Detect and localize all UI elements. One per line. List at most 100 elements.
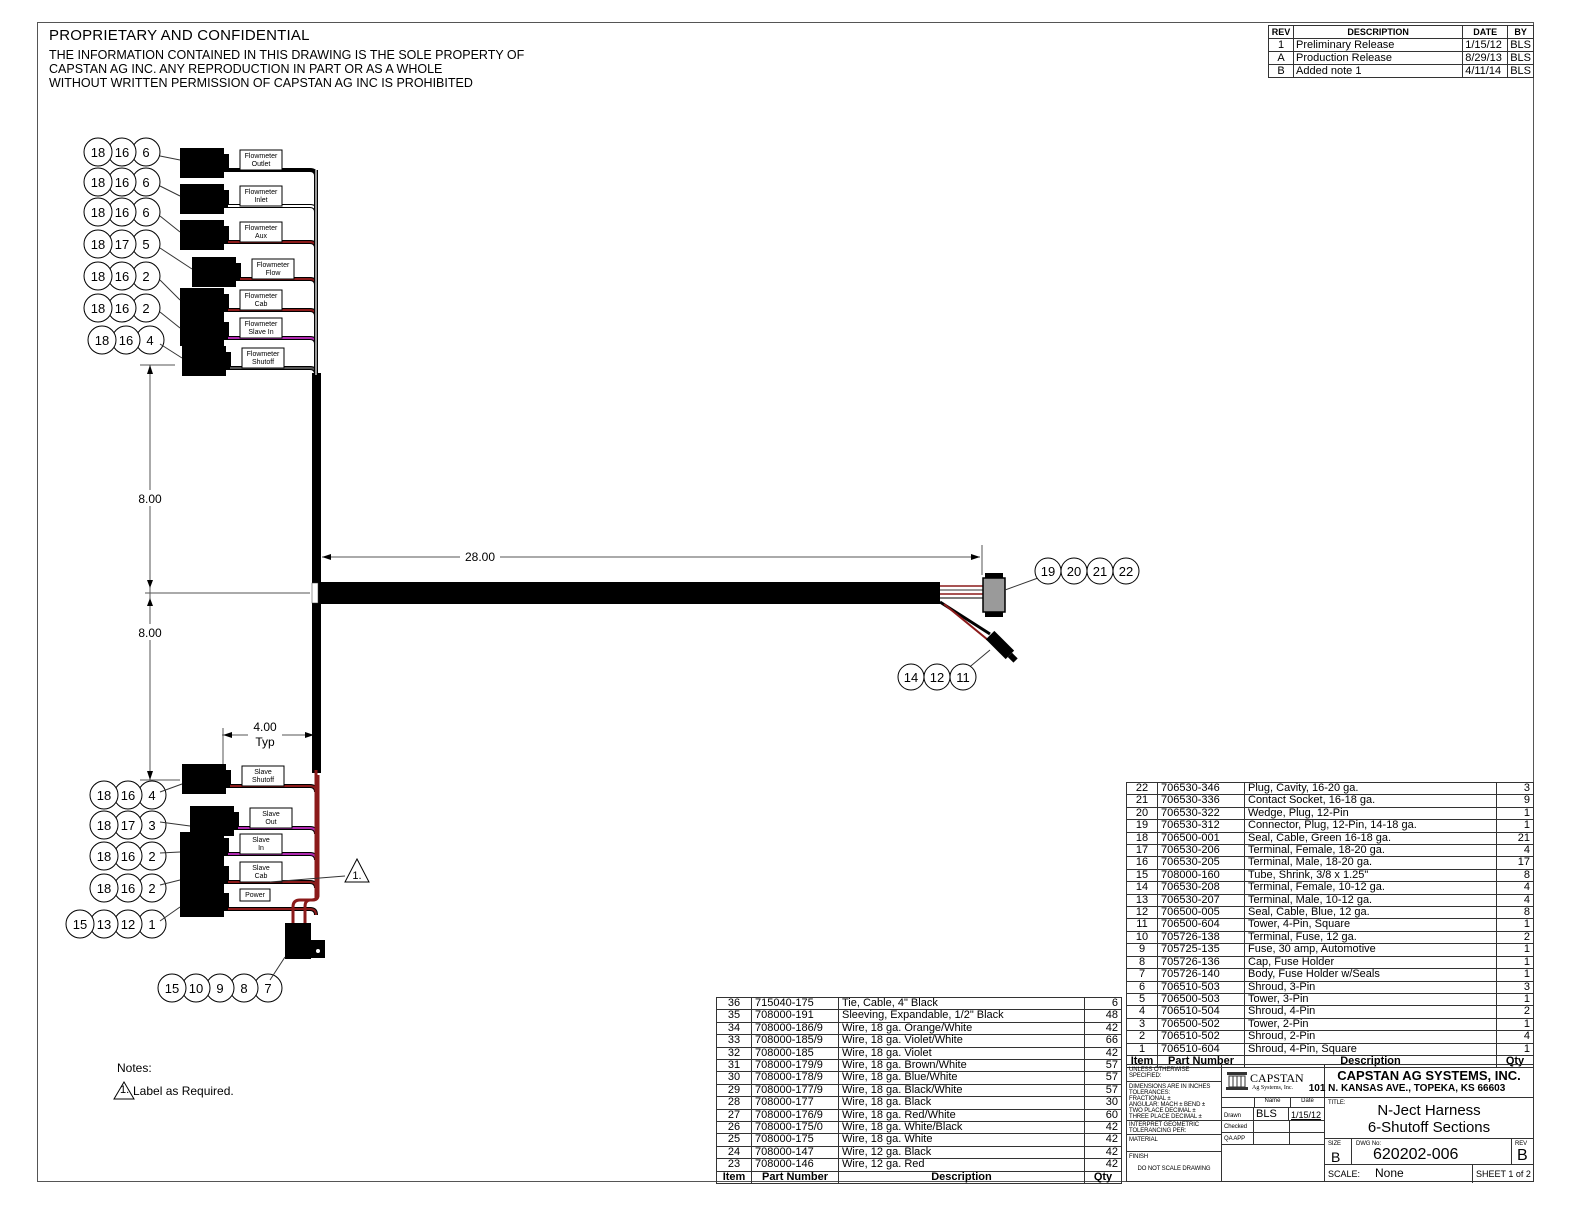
breakout-wires	[939, 585, 991, 641]
balloon-number: 12	[930, 670, 944, 685]
bom-description: Wire, 18 ga. Red/White	[838, 1109, 1085, 1123]
branch-group: FlowmeterOutletFlowmeterInletFlowmeterAu…	[180, 148, 318, 917]
bom-item: 9	[1126, 943, 1158, 957]
tb-interp: INTERPRET GEOMETRIC	[1129, 1122, 1199, 1128]
branch-label: In	[258, 845, 264, 852]
bom-part-number: 705726-140	[1157, 968, 1245, 982]
drawn-row: Drawn BLS 1/15/12	[1222, 1108, 1324, 1121]
balloon-number: 18	[91, 301, 105, 316]
drawn-date: 1/15/12	[1291, 1110, 1322, 1120]
balloon-number: 16	[115, 269, 129, 284]
bom-qty: 42	[1084, 1047, 1122, 1061]
dimension-arrows	[147, 365, 980, 780]
bom-item: 24	[716, 1146, 752, 1160]
bom-part-number: 708000-177/9	[751, 1084, 839, 1098]
arrow-icon	[322, 554, 331, 560]
bom-description: Wire, 18 ga. Orange/White	[838, 1022, 1085, 1036]
branch-label-box	[249, 807, 293, 829]
sheet-number: SHEET 1 of 2	[1472, 1165, 1531, 1183]
balloon-number: 10	[189, 981, 203, 996]
item-balloon	[89, 780, 119, 810]
rev-desc-cell: Production Release	[1292, 51, 1464, 65]
branch-wire-core	[228, 881, 317, 889]
bom-qty: 4	[1496, 1030, 1534, 1044]
item-balloon	[83, 137, 113, 167]
connector-shroud	[180, 220, 224, 250]
bom-item: 17	[1126, 844, 1158, 858]
leader-line	[159, 879, 181, 886]
balloon-number: 2	[142, 301, 149, 316]
bom-description: Terminal, Male, 18-20 ga.	[1244, 857, 1497, 870]
balloon-number: 6	[142, 205, 149, 220]
bom-description: Wedge, Plug, 12-Pin	[1244, 807, 1497, 821]
confidential-line: THE INFORMATION CONTAINED IN THIS DRAWIN…	[49, 48, 525, 62]
bom-qty: 57	[1084, 1059, 1122, 1073]
company-logo: CAPSTAN Ag Systems, Inc.	[1222, 1065, 1324, 1098]
bom-item: 4	[1126, 1005, 1158, 1019]
branch-wire-core	[228, 853, 317, 861]
bom-qty: 1	[1496, 943, 1534, 957]
drawn-label: Drawn	[1222, 1108, 1254, 1120]
balloon-number: 16	[115, 175, 129, 190]
branch-wire-core	[230, 785, 317, 793]
connector-shroud	[180, 860, 224, 890]
branch-label: Slave	[254, 769, 272, 776]
connector-shroud	[182, 764, 226, 794]
item-balloon	[65, 909, 95, 939]
tb-tolper: TOLERANCING PER:	[1127, 1128, 1221, 1135]
bom-part-number: 708000-176/9	[751, 1109, 839, 1123]
bom-item: 10	[1126, 931, 1158, 945]
bom-qty: 42	[1084, 1022, 1122, 1036]
bom-item: 22	[1126, 781, 1158, 796]
branch-label: Flowmeter	[245, 225, 278, 232]
bom-qty: 48	[1084, 1010, 1122, 1023]
bom-item: 20	[1126, 807, 1158, 821]
branch-label-box	[239, 888, 271, 902]
branch-label: Aux	[255, 233, 268, 240]
bom-description: Cap, Fuse Holder	[1244, 956, 1497, 970]
bom-part-number: 705726-136	[1157, 956, 1245, 970]
balloon-number: 13	[97, 917, 111, 932]
bom-qty: 42	[1084, 1134, 1122, 1147]
dimension-trunk-28: 28.00	[465, 550, 495, 564]
horizontal-trunk-sleeve	[318, 582, 940, 604]
balloon-number: 17	[115, 237, 129, 252]
bom-qty: 3	[1496, 781, 1534, 796]
bom-description: Terminal, Fuse, 12 ga.	[1244, 931, 1497, 945]
bom-qty: 4	[1496, 844, 1534, 858]
dimension-branch-4: 4.00	[253, 720, 277, 734]
balloon-number: 18	[97, 849, 111, 864]
bom-description: Contact Socket, 16-18 ga.	[1244, 795, 1497, 808]
tb-tol: TOLERANCES:	[1129, 1090, 1171, 1096]
title-label: TITLE:	[1328, 1100, 1346, 1106]
logo-name: CAPSTAN	[1250, 1071, 1304, 1085]
note-flag-number: 1.	[120, 1084, 130, 1096]
bom-part-number: 706530-206	[1157, 844, 1245, 858]
bom-item: 15	[1126, 869, 1158, 883]
branch-wire-core	[230, 367, 317, 375]
bom-item: 27	[716, 1109, 752, 1123]
arrow-icon	[147, 598, 153, 606]
dim-bg	[132, 624, 168, 640]
bom-description: Wire, 18 ga. White/Black	[838, 1121, 1085, 1135]
bom-item: 28	[716, 1096, 752, 1110]
bom-part-number: 708000-191	[751, 1010, 839, 1023]
revision-table: REV DESCRIPTION DATE BY 1 Preliminary Re…	[1268, 25, 1534, 78]
branch-label: Flowmeter	[245, 321, 278, 328]
date-header: Date	[1301, 1098, 1314, 1104]
connector-boot	[226, 770, 231, 788]
balloon-number: 16	[119, 333, 133, 348]
balloon-number: 11	[956, 670, 970, 685]
balloon-number: 15	[73, 917, 87, 932]
arrow-icon	[147, 771, 153, 780]
bom-item: 3	[1126, 1018, 1158, 1032]
title-area: TITLE: N-Ject Harness 6-Shutoff Sections	[1325, 1097, 1533, 1138]
bom-column-header: Description	[838, 1170, 1085, 1185]
